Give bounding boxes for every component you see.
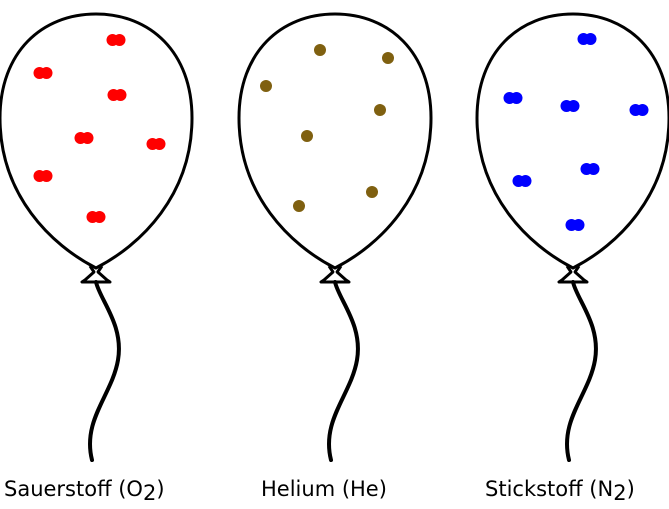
oxygen-caption: Sauerstoff (O2) [4,477,165,505]
nitrogen-balloon [475,12,669,462]
molecule-particle [560,100,580,112]
atom-particle [301,130,313,142]
balloon-string [327,280,360,462]
molecule-particle [503,92,523,104]
molecule-particle [629,104,649,116]
molecule-particle [106,34,126,46]
balloon-outline [475,12,669,270]
balloon-outline [237,12,433,270]
molecule-particle [577,33,597,45]
molecule-particle [33,67,53,79]
molecule-particle [565,219,585,231]
atom-particle [314,44,326,56]
balloon-string [88,280,121,462]
atom-particle [260,80,272,92]
balloon-string [565,280,598,462]
atom-particle [382,52,394,64]
oxygen-balloon [0,12,194,462]
molecule-particle [146,138,166,150]
molecule-particle [512,175,532,187]
helium-caption: Helium (He) [261,477,387,501]
atom-particle [366,186,378,198]
molecule-particle [74,132,94,144]
atom-particle [293,200,305,212]
atom-particle [374,104,386,116]
molecule-particle [580,163,600,175]
molecule-particle [86,211,106,223]
nitrogen-caption: Stickstoff (N2) [485,477,635,505]
molecule-particle [33,170,53,182]
helium-balloon [237,12,433,462]
molecule-particle [107,89,127,101]
